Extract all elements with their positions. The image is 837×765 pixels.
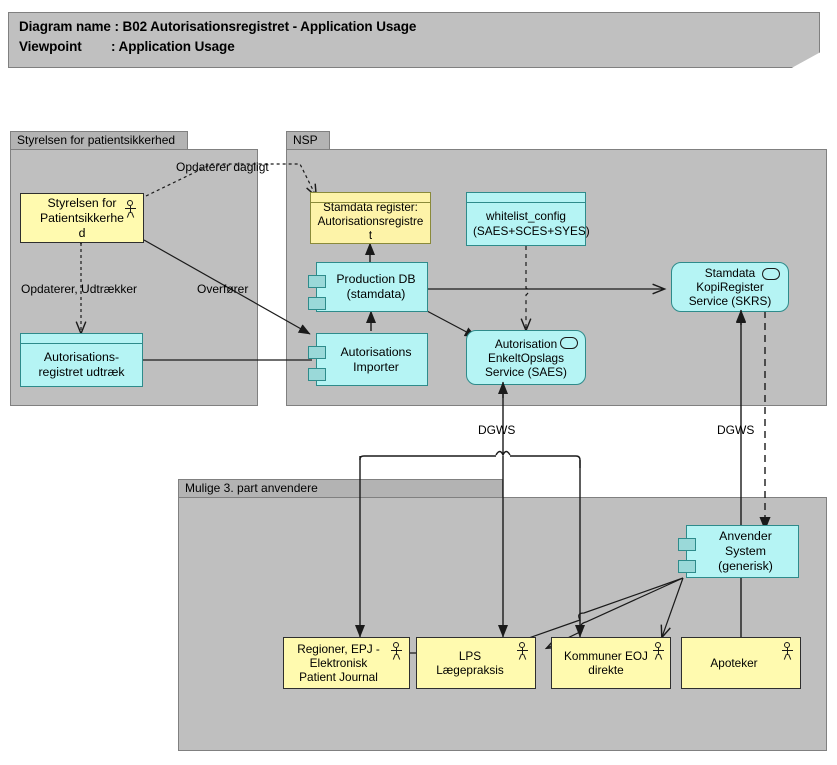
node-label: Autorisations Importer xyxy=(340,344,412,374)
node-label: Stamdata KopiRegister Service (SKRS) xyxy=(688,266,772,308)
node-whitelist-config[interactable]: whitelist_config (SAES+SCES+SYES) xyxy=(466,192,590,246)
node-stamdata-register-autorisationsregistret[interactable]: Stamdata register: Autorisationsregistre… xyxy=(310,192,431,244)
data-object-topbar xyxy=(467,193,585,203)
business-actor-icon xyxy=(390,642,403,660)
edge-dgws-junction-hop xyxy=(495,450,511,457)
node-production-db[interactable]: Production DB (stamdata) xyxy=(308,262,428,312)
edge-label-dgws-left: DGWS xyxy=(478,423,516,437)
edge-label-dgws-right: DGWS xyxy=(717,423,755,437)
component-tab-icon xyxy=(308,346,326,359)
node-autorisationsregistret-udtraek[interactable]: Autorisations- registret udtræk xyxy=(20,333,143,387)
diagram-title-bar: Diagram name : B02 Autorisationsregistre… xyxy=(8,12,820,68)
group-mulige-3-part-anvendere: Mulige 3. part anvendere xyxy=(178,479,827,751)
group-tredjepart-header: Mulige 3. part anvendere xyxy=(178,479,503,498)
node-label: Autorisations- registret udtræk xyxy=(38,349,125,379)
node-apoteker[interactable]: Apoteker xyxy=(681,637,801,689)
node-kommuner-eoj-direkte[interactable]: Kommuner EOJ direkte xyxy=(551,637,671,689)
data-object-topbar xyxy=(311,193,430,203)
group-nsp-header: NSP xyxy=(286,131,330,150)
diagram-name-sep: : xyxy=(110,19,123,34)
diagram-name-value: B02 Autorisationsregistret - Application… xyxy=(122,19,417,34)
viewpoint-key: Viewpoint xyxy=(19,39,82,54)
diagram-name-key: Diagram name xyxy=(19,19,111,34)
business-actor-icon xyxy=(781,642,794,660)
diagram-name-line: Diagram name : B02 Autorisationsregistre… xyxy=(19,19,416,34)
node-label: whitelist_config (SAES+SCES+SYES) xyxy=(473,208,590,238)
node-lps-laegepraksis[interactable]: LPS Lægepraksis xyxy=(416,637,536,689)
node-label: Anvender System (generisk) xyxy=(718,529,773,573)
viewpoint-line: Viewpoint: Application Usage xyxy=(19,39,235,54)
viewpoint-value: Application Usage xyxy=(118,39,235,54)
node-skrs-service[interactable]: Stamdata KopiRegister Service (SKRS) xyxy=(671,262,789,312)
group-styrelsen-header: Styrelsen for patientsikkerhed xyxy=(10,131,188,150)
node-regioner-epj[interactable]: Regioner, EPJ - Elektronisk Patient Jour… xyxy=(283,637,410,689)
edge-label-opdaterer-dagligt: Opdaterer dagligt xyxy=(176,160,269,174)
node-label: Apoteker xyxy=(710,656,758,670)
node-label: Autorisation EnkeltOpslags Service (SAES… xyxy=(485,336,567,379)
component-tab-icon xyxy=(678,560,696,573)
node-saes-service[interactable]: Autorisation EnkeltOpslags Service (SAES… xyxy=(466,330,586,385)
node-autorisations-importer[interactable]: Autorisations Importer xyxy=(308,333,428,386)
edge-label-overfoerer: Overfører xyxy=(197,282,249,296)
component-tab-icon xyxy=(308,275,326,288)
node-anvender-system[interactable]: Anvender System (generisk) xyxy=(678,525,799,578)
component-tab-icon xyxy=(308,297,326,310)
business-actor-icon xyxy=(516,642,529,660)
viewpoint-sep: : xyxy=(111,39,119,54)
node-label: Stamdata register: Autorisationsregistre… xyxy=(317,200,424,242)
edge-label-opdaterer-udtraekker: Opdaterer, Udtrækker xyxy=(21,282,138,296)
component-tab-icon xyxy=(678,538,696,551)
edge-dgws-branch-left xyxy=(359,455,496,460)
application-service-icon xyxy=(762,268,780,280)
data-object-topbar xyxy=(21,334,142,344)
component-tab-icon xyxy=(308,368,326,381)
node-label: Production DB (stamdata) xyxy=(336,272,416,301)
business-actor-icon xyxy=(652,642,665,660)
edge-dgws-branch-right xyxy=(510,455,581,468)
node-styrelsen-for-patientsikkerhed[interactable]: Styrelsen for Patientsikkerhe d xyxy=(20,193,144,243)
application-service-icon xyxy=(560,337,578,349)
business-actor-icon xyxy=(124,200,137,218)
